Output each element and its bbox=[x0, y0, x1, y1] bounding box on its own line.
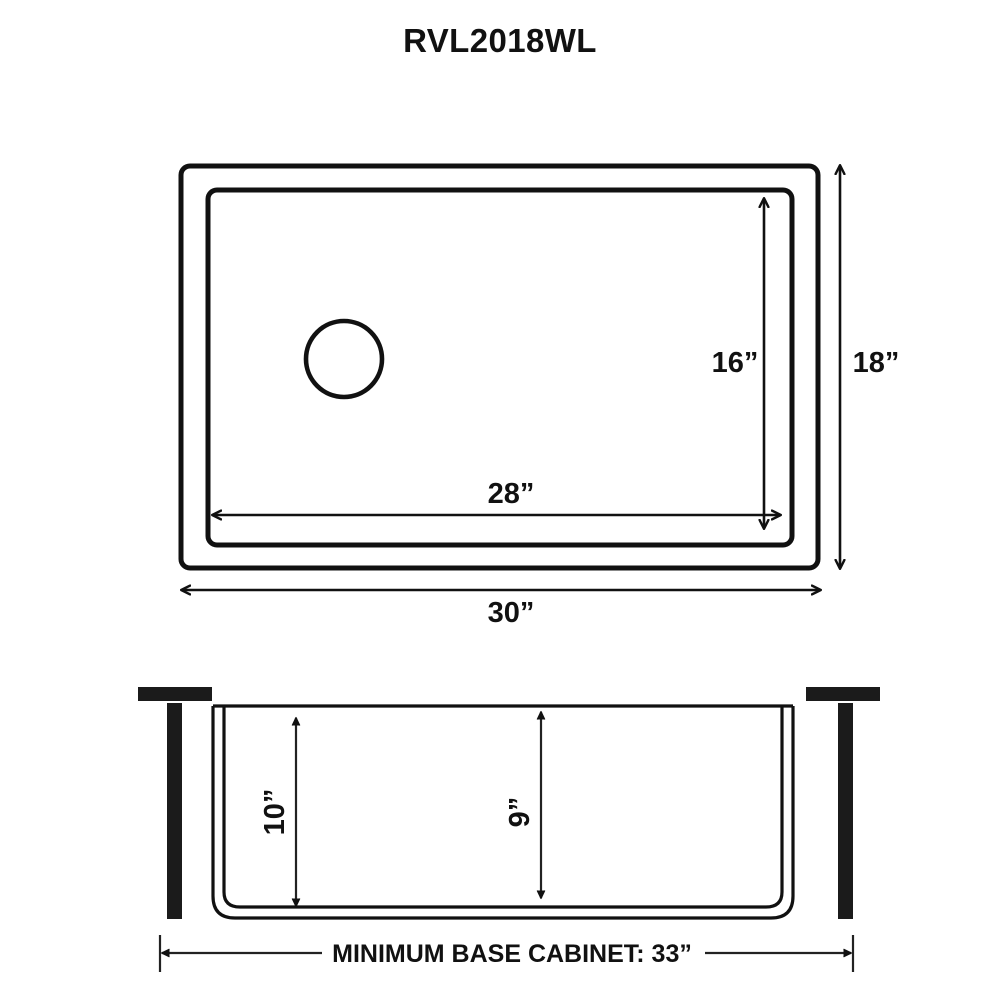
label-28in: 28” bbox=[488, 478, 535, 510]
label-9in: 9” bbox=[504, 797, 536, 828]
label-16in: 16” bbox=[712, 347, 759, 379]
basin-outer-profile bbox=[211, 706, 795, 920]
left-cabinet-wall bbox=[167, 703, 182, 919]
top-view-group: 16” 18” 28” 30” bbox=[178, 163, 900, 629]
label-30in: 30” bbox=[488, 597, 535, 629]
label-18in: 18” bbox=[853, 347, 900, 379]
sink-outer-rim bbox=[178, 163, 821, 571]
right-cabinet-wall bbox=[838, 703, 853, 919]
sink-inner-basin bbox=[205, 187, 795, 548]
model-number-title: RVL2018WL bbox=[403, 22, 597, 59]
left-cabinet-countertop bbox=[138, 687, 212, 701]
right-cabinet-countertop bbox=[806, 687, 880, 701]
page-title: RVL2018WL bbox=[0, 22, 1000, 60]
basin-inner-profile bbox=[222, 706, 784, 909]
label-10in: 10” bbox=[259, 789, 291, 836]
front-section-view-group: 10” 9” MINIMUM BASE CABINET: 33” bbox=[138, 687, 880, 972]
drain-opening-icon bbox=[303, 318, 385, 400]
minimum-base-cabinet-caption: MINIMUM BASE CABINET: 33” bbox=[332, 940, 692, 968]
